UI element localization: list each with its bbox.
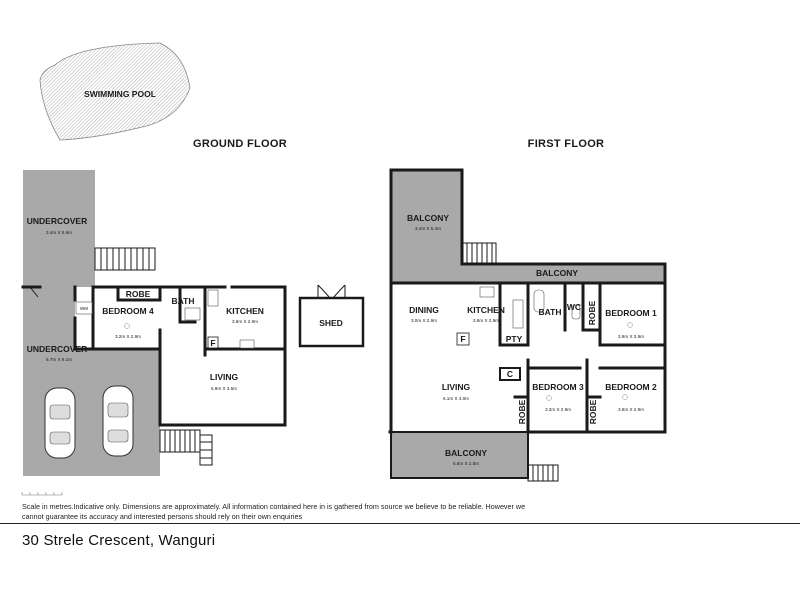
robe1-label: ROBE xyxy=(587,300,597,325)
undercover-top-label: UNDERCOVER xyxy=(27,216,87,226)
swimming-pool xyxy=(39,42,191,141)
first-floor-heading: FIRST FLOOR xyxy=(528,138,605,150)
balcony-bottom-area xyxy=(391,432,528,478)
bath-first-label: BATH xyxy=(539,307,562,317)
scale-bar xyxy=(21,492,63,496)
bedroom4-dims: 3.2m X 2.9m xyxy=(115,334,141,339)
balcony-bottom-dims: 6.6m X 2.5m xyxy=(453,461,479,466)
robe-ground-label: ROBE xyxy=(126,289,151,299)
bedroom1-label: BEDROOM 1 xyxy=(605,308,657,318)
balcony-strip-area xyxy=(462,264,665,283)
living-ground-label: LIVING xyxy=(210,372,239,382)
fridge-ground-label: F xyxy=(210,338,215,348)
balcony-bottom-label: BALCONY xyxy=(445,448,487,458)
undercover-top-dims: 3.4m X 5.6m xyxy=(46,230,72,235)
balcony-strip-label: BALCONY xyxy=(536,268,578,278)
dining-dims: 3.0m X 2.9m xyxy=(411,318,437,323)
undercover-top-area xyxy=(23,170,95,287)
stairs-ground-top xyxy=(94,247,156,271)
balcony-top-area xyxy=(391,170,462,283)
undercover-main-dims: 6.7m X 9.1m xyxy=(46,357,72,362)
undercover-main-label: UNDERCOVER xyxy=(27,344,87,354)
stairs-first-top xyxy=(461,242,497,264)
bedroom3-label: BEDROOM 3 xyxy=(532,382,584,392)
kitchen-first-label: KITCHEN xyxy=(467,305,505,315)
ground-floor-plan: GROUND FLOOR SWIMMING POOL UNDERCOVER 3.… xyxy=(21,42,365,476)
bedroom1-dims: 3.9m X 3.9m xyxy=(618,334,644,339)
robe3-label: ROBE xyxy=(517,399,527,424)
balcony-top-dims: 3.4m X 5.4m xyxy=(415,226,441,231)
property-address: 30 Strele Crescent, Wanguri xyxy=(22,532,216,549)
balcony-top-label: BALCONY xyxy=(407,213,449,223)
car-right xyxy=(102,385,134,457)
bedroom2-dims: 3.6m X 2.9m xyxy=(618,407,644,412)
kitchen-ground-dims: 3.6m X 2.9m xyxy=(232,319,258,324)
wm-label: WM xyxy=(80,306,88,311)
bedroom2-label: BEDROOM 2 xyxy=(605,382,657,392)
first-floor-plan: FIRST FLOOR BALCONY 3.4m X 5.4m BALCONY … xyxy=(388,138,667,482)
pool-label: SWIMMING POOL xyxy=(84,89,156,99)
living-ground-dims: 5.9m X 3.5m xyxy=(211,386,237,391)
bath-ground-label: BATH xyxy=(172,296,195,306)
living-first-dims: 6.1m X 4.0m xyxy=(443,396,469,401)
dining-label: DINING xyxy=(409,305,439,315)
kitchen-ground-label: KITCHEN xyxy=(226,306,264,316)
ground-floor-heading: GROUND FLOOR xyxy=(193,138,287,150)
wm-box xyxy=(75,301,93,315)
shed xyxy=(298,296,365,348)
fridge-first-label: F xyxy=(460,334,465,344)
robe2-label: ROBE xyxy=(588,399,598,424)
kitchen-first-dims: 3.6m X 2.9m xyxy=(473,318,499,323)
footer-divider xyxy=(0,523,800,524)
bedroom3-dims: 3.2m X 2.9m xyxy=(545,407,571,412)
disclaimer-text: Scale in metres.Indicative only. Dimensi… xyxy=(22,502,526,521)
cupboard-label: C xyxy=(507,369,513,379)
car-left xyxy=(44,387,76,459)
bedroom4-label: BEDROOM 4 xyxy=(102,306,154,316)
stairs-first-bottom xyxy=(527,464,559,482)
stairs-ground-bottom xyxy=(159,429,213,466)
shed-label: SHED xyxy=(319,318,343,328)
wc-label: WC xyxy=(567,302,581,312)
living-first-label: LIVING xyxy=(442,382,471,392)
pantry-label: PTY xyxy=(506,334,523,344)
